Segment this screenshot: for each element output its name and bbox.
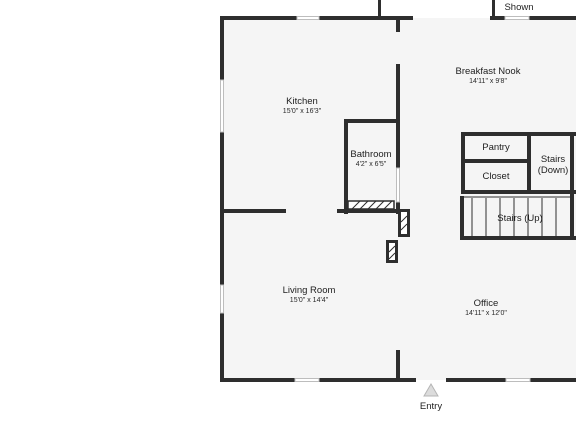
stairs-down-line2: (Down) <box>537 165 569 176</box>
wall-stub-top-left <box>378 0 381 18</box>
wall-stairs-up-left <box>460 196 464 240</box>
bathroom-fixture <box>347 200 395 210</box>
room-size: 4'2" x 6'5" <box>355 161 387 168</box>
wall-closet-bottom <box>461 190 576 194</box>
room-name: Office <box>473 298 499 309</box>
room-bathroom: Bathroom 4'2" x 6'5" <box>344 149 398 169</box>
window-office-bottom <box>505 378 531 382</box>
wall-bathroom-top <box>344 119 398 123</box>
room-name: Breakfast Nook <box>455 66 521 77</box>
shown-label: Shown <box>504 2 534 13</box>
room-stairs-down: Stairs (Down) <box>532 154 574 176</box>
room-size: 15'0" x 16'3" <box>282 108 322 115</box>
wall-stairs-up-bottom <box>460 236 576 240</box>
wall-kitchen-living <box>222 209 286 213</box>
room-size: 14'11" x 12'0" <box>465 310 507 317</box>
wall-kitchen-nook-mid <box>396 64 400 214</box>
wall-bathroom-bottom <box>337 209 400 213</box>
window-nook-top <box>504 16 530 20</box>
window-living-left <box>220 284 224 314</box>
room-name: Kitchen <box>286 96 318 107</box>
column-lower <box>386 240 398 263</box>
room-size: 15'0" x 14'4" <box>289 297 329 304</box>
room-name: Living Room <box>282 285 336 296</box>
room-breakfast-nook: Breakfast Nook 14'11" x 9'8" <box>438 66 538 86</box>
room-living-room: Living Room 15'0" x 14'4" <box>269 285 349 305</box>
wall-stairs-right-col <box>570 132 574 240</box>
room-pantry: Pantry <box>482 142 510 153</box>
window-living-bottom <box>294 378 320 382</box>
wall-stub-top-right <box>492 0 495 18</box>
wall-pantry-closet <box>461 159 531 163</box>
room-size: 14'11" x 9'8" <box>469 78 507 85</box>
stairs-up-steps <box>464 196 570 236</box>
wall-top-right <box>490 16 576 20</box>
wall-kitchen-nook-upper <box>396 18 400 32</box>
wall-living-office <box>396 350 400 380</box>
stairs-down-line1: Stairs <box>540 154 566 165</box>
room-closet: Closet <box>482 171 510 182</box>
column-upper <box>398 209 410 237</box>
room-office: Office 14'11" x 12'0" <box>446 298 526 318</box>
room-name: Bathroom <box>350 149 392 160</box>
wall-bathroom-left <box>344 119 348 214</box>
window-kitchen-left <box>220 79 224 133</box>
room-kitchen: Kitchen 15'0" x 16'3" <box>262 96 342 116</box>
window-bathroom <box>396 167 400 203</box>
triangle-up-icon <box>423 383 439 397</box>
room-stairs-up: Stairs (Up) <box>497 213 543 224</box>
wall-pantry-top <box>461 132 576 136</box>
windows <box>220 16 531 382</box>
wall-left <box>220 16 224 382</box>
entry-label: Entry <box>419 401 443 412</box>
window-kitchen-top <box>296 16 320 20</box>
